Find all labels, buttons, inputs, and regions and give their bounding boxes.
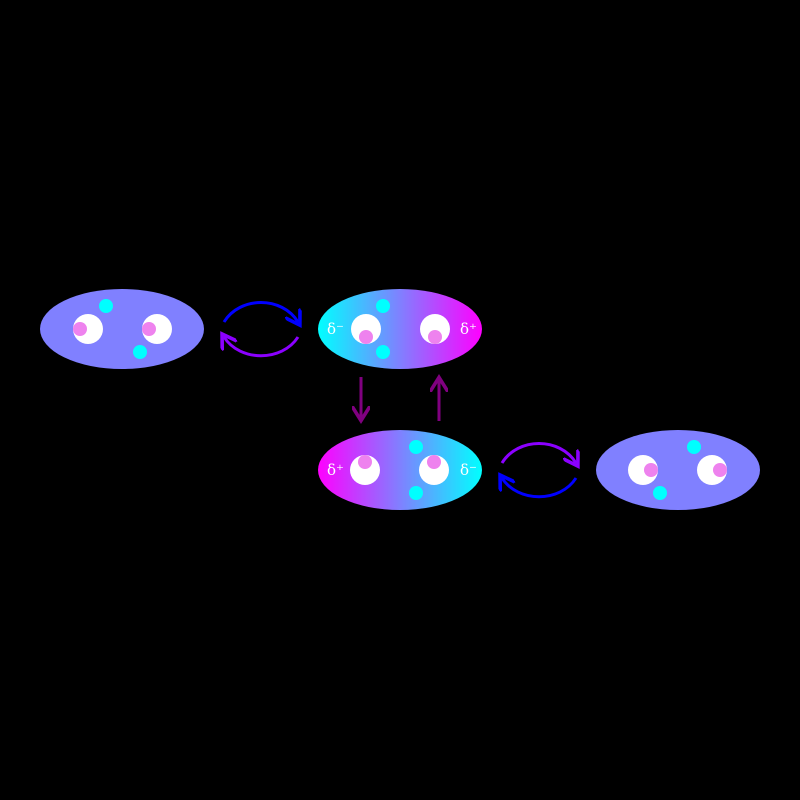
molecule-c-top-electron (409, 440, 423, 454)
molecule-c-bottom-electron (409, 486, 423, 500)
molecule-d-left-electron (644, 463, 658, 477)
molecule-c-right-electron (427, 455, 441, 469)
molecule-c-polarized: δ⁺ δ⁻ (318, 430, 482, 510)
molecule-b-left-electron (359, 330, 373, 344)
molecule-c-left-charge: δ⁺ (327, 461, 344, 479)
molecule-c-left-electron (358, 455, 372, 469)
molecule-a-left-nucleus (73, 314, 103, 344)
reverse-arrow-b-a (224, 337, 300, 358)
molecule-d-neutral (596, 430, 760, 510)
molecule-c-right-nucleus (419, 455, 449, 485)
molecule-c-right-charge: δ⁻ (460, 461, 477, 479)
equilibrium-arrows-c-d (500, 442, 578, 499)
molecule-b-polarized: δ⁻ δ⁺ (318, 289, 482, 369)
molecule-b-cloud (318, 289, 482, 369)
equilibrium-arrows-b-c (361, 377, 439, 421)
molecule-a-right-electron (142, 322, 156, 336)
forward-arrow-a-b (222, 301, 298, 323)
molecule-a-top-electron (99, 299, 113, 313)
molecule-a-neutral (40, 289, 204, 369)
molecule-c-cloud (318, 430, 482, 510)
molecule-b-right-nucleus (420, 314, 450, 344)
molecule-a-cloud (40, 289, 204, 369)
molecule-b-left-nucleus (351, 314, 381, 344)
molecule-a-bottom-electron (133, 345, 147, 359)
molecule-b-left-charge: δ⁻ (327, 320, 344, 338)
molecule-d-bottom-electron (653, 486, 667, 500)
molecule-d-cloud (596, 430, 760, 510)
forward-arrow-c-d (500, 442, 576, 464)
molecule-a-right-nucleus (142, 314, 172, 344)
molecule-d-right-nucleus (697, 455, 727, 485)
molecule-b-right-charge: δ⁺ (460, 320, 477, 338)
molecule-d-right-electron (713, 463, 727, 477)
reverse-arrow-d-c (502, 478, 578, 499)
equilibrium-arrows-a-b (222, 301, 300, 358)
molecule-b-top-electron (376, 299, 390, 313)
molecule-c-left-nucleus (350, 455, 380, 485)
molecule-d-left-nucleus (628, 455, 658, 485)
molecule-d-top-electron (687, 440, 701, 454)
molecule-b-right-electron (428, 330, 442, 344)
molecule-b-bottom-electron (376, 345, 390, 359)
molecule-a-left-electron (73, 322, 87, 336)
